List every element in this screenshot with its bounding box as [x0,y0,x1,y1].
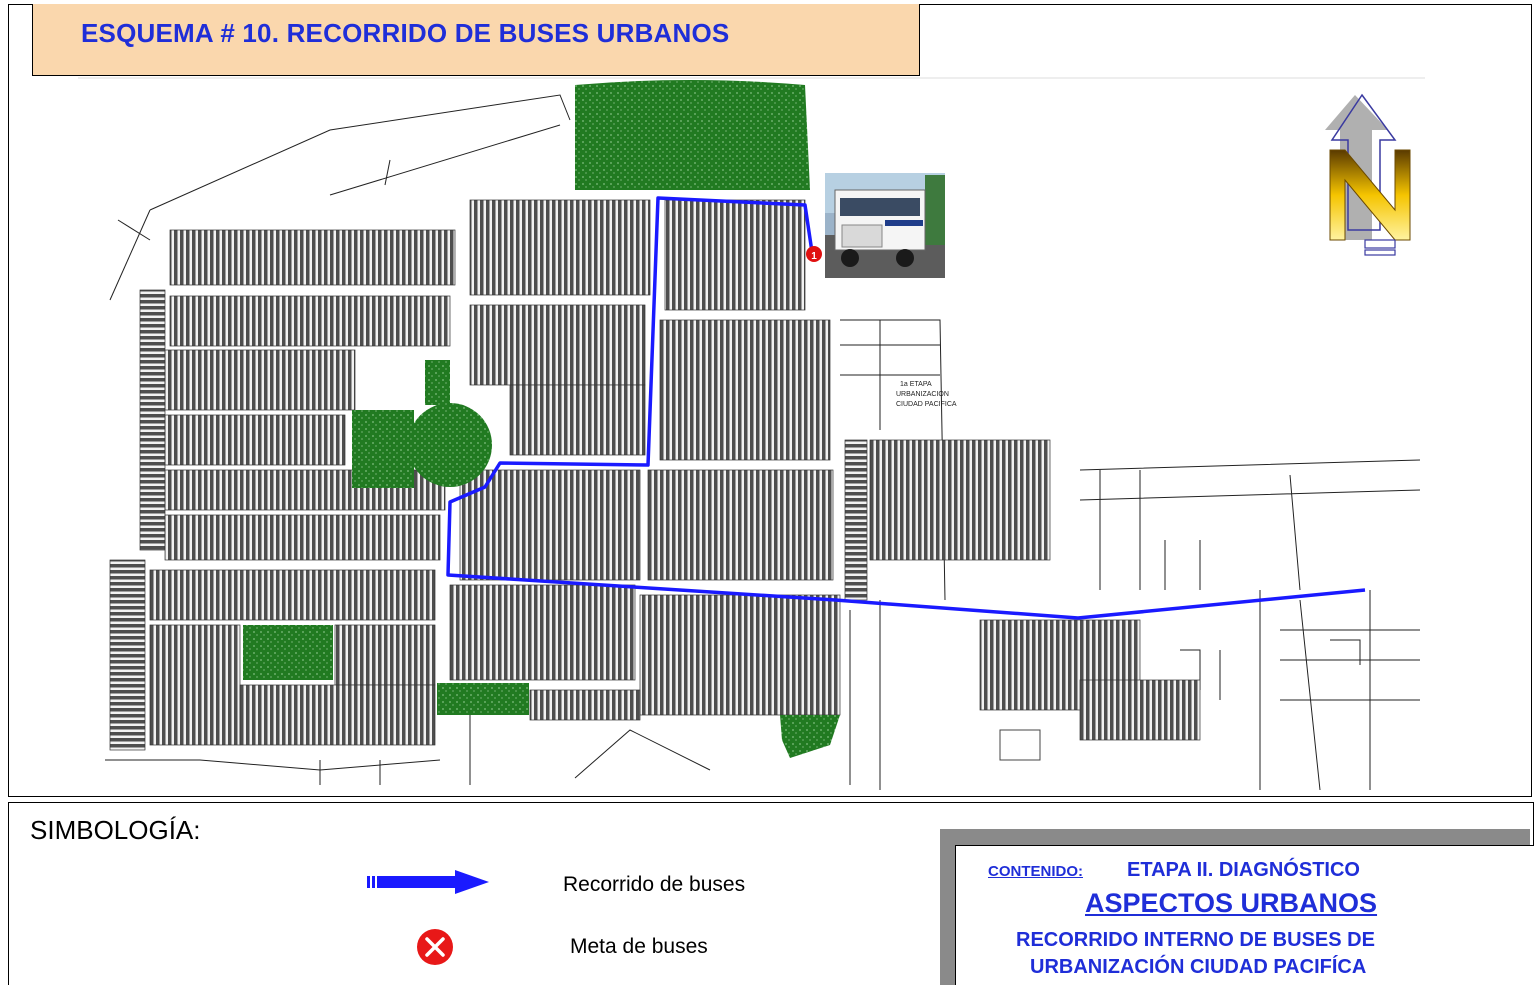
green-areas [243,80,840,758]
content-line-2: URBANIZACIÓN CIUDAD PACIFÍCA [1030,956,1367,978]
content-section: ASPECTOS URBANOS [1085,888,1378,918]
legend-route-label: Recorrido de buses [563,873,746,896]
svg-text:1: 1 [811,251,817,262]
page-title: ESQUEMA # 10. RECORRIDO DE BUSES URBANOS [81,18,730,48]
route-start-marker: 1 [806,246,822,262]
red-x-circle-icon [417,929,453,965]
bus-route [446,196,1366,620]
content-box [955,845,1534,985]
svg-text:CIUDAD PACIFICA: CIUDAD PACIFICA [896,401,957,408]
content-line-1: RECORRIDO INTERNO DE BUSES DE [1016,929,1375,951]
bus-photo [825,173,945,278]
title-box: ESQUEMA # 10. RECORRIDO DE BUSES URBANOS [32,4,920,76]
legend-title: SIMBOLOGÍA: [30,815,201,845]
content-stage: ETAPA II. DIAGNÓSTICO [1127,859,1360,881]
map-outline [78,77,1425,791]
residential-blocks [109,199,1201,751]
content-label: CONTENIDO: [988,863,1083,880]
north-arrow-icon [1325,93,1411,256]
map-annotation: 1a ETAPA URBANIZACION CIUDAD PACIFICA [896,381,957,408]
svg-text:1a ETAPA: 1a ETAPA [900,381,932,388]
urban-map: 1 1a ETAPA URBANIZACION CIUDAD PACIFICA [78,77,1425,791]
svg-text:URBANIZACION: URBANIZACION [896,391,949,398]
blue-arrow-icon [367,870,489,894]
legend-goal-label: Meta de buses [570,935,708,958]
